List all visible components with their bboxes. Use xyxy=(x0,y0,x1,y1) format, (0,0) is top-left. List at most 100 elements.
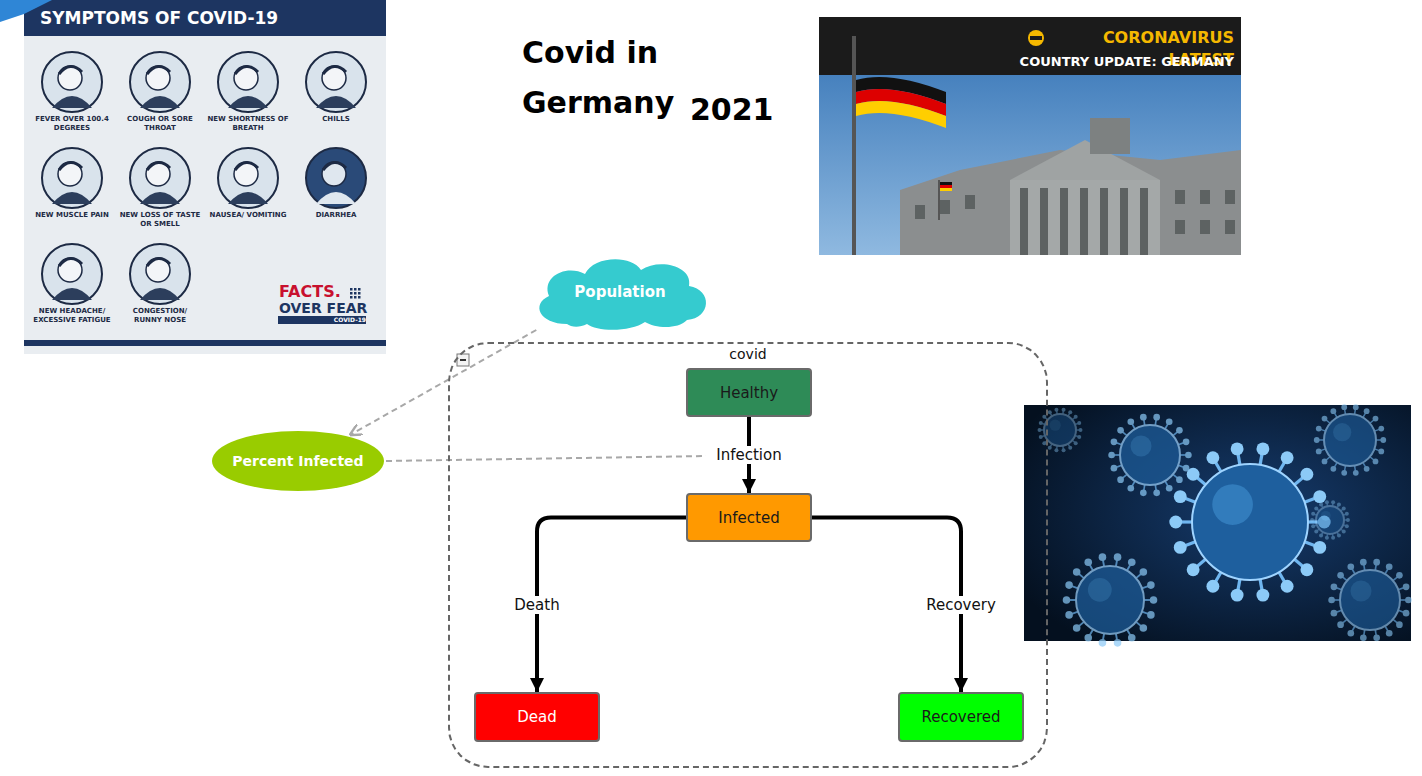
badge-dot xyxy=(354,296,357,299)
icon-shoulders xyxy=(140,192,180,204)
icon-circle xyxy=(130,148,190,208)
virus-spike-tip xyxy=(1042,441,1046,445)
virus-spike-tip xyxy=(1153,489,1160,496)
virus-spike-tip xyxy=(1150,596,1158,604)
transition-label: Death xyxy=(512,596,561,614)
icon-circle xyxy=(306,52,366,112)
virus xyxy=(1038,408,1083,452)
graphic-part xyxy=(1225,190,1235,204)
icon-head xyxy=(146,66,170,90)
leader-line xyxy=(386,456,706,461)
graphic-part xyxy=(1200,220,1210,234)
flag-gold xyxy=(856,101,946,128)
virus-spike-tip xyxy=(1128,559,1136,567)
state-box: Dead xyxy=(474,692,600,742)
virus-spike-tip xyxy=(1127,418,1134,425)
virus xyxy=(1169,442,1330,601)
virus-spike-tip xyxy=(1185,452,1192,459)
virus-spike-tip xyxy=(1140,414,1147,421)
header-dot xyxy=(1028,30,1044,46)
virus-spike-tip xyxy=(1313,541,1326,554)
virus-spike-tip xyxy=(1140,624,1148,632)
symptom-icons xyxy=(42,52,366,304)
graphic-part xyxy=(1100,188,1108,255)
virus-spike-tip xyxy=(1099,639,1107,647)
virus-spike-tip xyxy=(1114,553,1122,561)
icon-circle xyxy=(42,244,102,304)
virus-spike-tip xyxy=(1319,502,1323,506)
icon-circle xyxy=(130,244,190,304)
virus-body xyxy=(1316,506,1344,534)
virus-spike-tip xyxy=(1347,563,1354,570)
virus-spike-tip xyxy=(1322,416,1328,422)
icon-head xyxy=(58,162,82,186)
badge-dot xyxy=(354,292,357,295)
symptom-label: CONGESTION/ RUNNY NOSE xyxy=(118,307,202,325)
virus-spike-tip xyxy=(1378,448,1384,454)
virus-highlight xyxy=(1050,420,1061,431)
state-box: Infected xyxy=(686,493,812,542)
virus-body xyxy=(1076,566,1144,634)
virus-spike-tip xyxy=(1114,639,1122,647)
badge-dot xyxy=(350,288,353,291)
badge-dot xyxy=(358,292,361,295)
virus-spike-tip xyxy=(1331,584,1338,591)
virus-spike-tip xyxy=(1039,421,1043,425)
virus-spike-tip xyxy=(1386,630,1393,637)
icon-shoulders xyxy=(52,288,92,300)
virus-spike-tip xyxy=(1117,476,1124,483)
photo-subline: COUNTRY UPDATE: GERMANY xyxy=(1000,54,1234,70)
icon-hair xyxy=(323,66,346,74)
virus-spike-tip xyxy=(1187,563,1200,576)
virus-spike-tip xyxy=(1314,530,1318,534)
header-dot-mark xyxy=(1030,36,1042,40)
graphic-part xyxy=(1060,188,1068,255)
virus xyxy=(1310,500,1350,539)
virus-spike-tip xyxy=(1316,426,1322,432)
virus-spike-tip xyxy=(1108,452,1115,459)
graphic-part xyxy=(1140,188,1148,255)
node-text: Dead xyxy=(517,708,557,726)
graphic-part xyxy=(1040,188,1048,255)
poster-badge-bar xyxy=(278,316,366,324)
virus-spike-tip xyxy=(1346,518,1350,522)
icon-hair xyxy=(147,66,170,74)
virus-spike-tip xyxy=(1169,516,1182,529)
virus-spike-tip xyxy=(1337,534,1341,538)
poster-title-bar xyxy=(24,0,386,36)
node-text: Recovered xyxy=(921,708,1000,726)
virus-spike-tip xyxy=(1380,437,1386,443)
icon-head xyxy=(234,162,258,186)
symptom-label: NEW MUSCLE PAIN xyxy=(30,211,114,220)
virus xyxy=(1108,414,1191,496)
dashed-connector xyxy=(350,330,537,435)
virus-spike-tip xyxy=(1364,408,1370,414)
virus-highlight xyxy=(1212,484,1253,525)
virus-spike-tip xyxy=(1337,621,1344,628)
icon-hair xyxy=(235,66,258,74)
symptom-label: DIARRHEA xyxy=(294,211,378,220)
virus-spike-tip xyxy=(1403,610,1410,617)
poster-title: SYMPTOMS OF COVID-19 xyxy=(40,8,370,28)
virus-particles xyxy=(1038,404,1412,646)
graphic-part xyxy=(1175,190,1185,204)
virus-highlight xyxy=(1333,423,1351,441)
collapse-dash xyxy=(460,359,466,361)
icon-shoulders xyxy=(316,96,356,108)
virus-spike-tip xyxy=(1068,410,1072,414)
icon-hair xyxy=(59,66,82,74)
graphic-part xyxy=(1120,188,1128,255)
virus-spike-tip xyxy=(1313,490,1326,503)
virus xyxy=(1314,404,1386,475)
virus xyxy=(1328,559,1411,641)
icon-hair xyxy=(235,162,258,170)
virus-spike-tip xyxy=(1078,428,1082,432)
graphic-part xyxy=(1200,190,1210,204)
badge-dot xyxy=(350,292,353,295)
virus-spike-tip xyxy=(1099,553,1107,561)
virus-spike-tip xyxy=(1378,426,1384,432)
virus-spike-tip xyxy=(1147,611,1155,619)
icon-hair xyxy=(147,258,170,266)
building-gable xyxy=(1010,140,1160,180)
badge-dot xyxy=(354,288,357,291)
